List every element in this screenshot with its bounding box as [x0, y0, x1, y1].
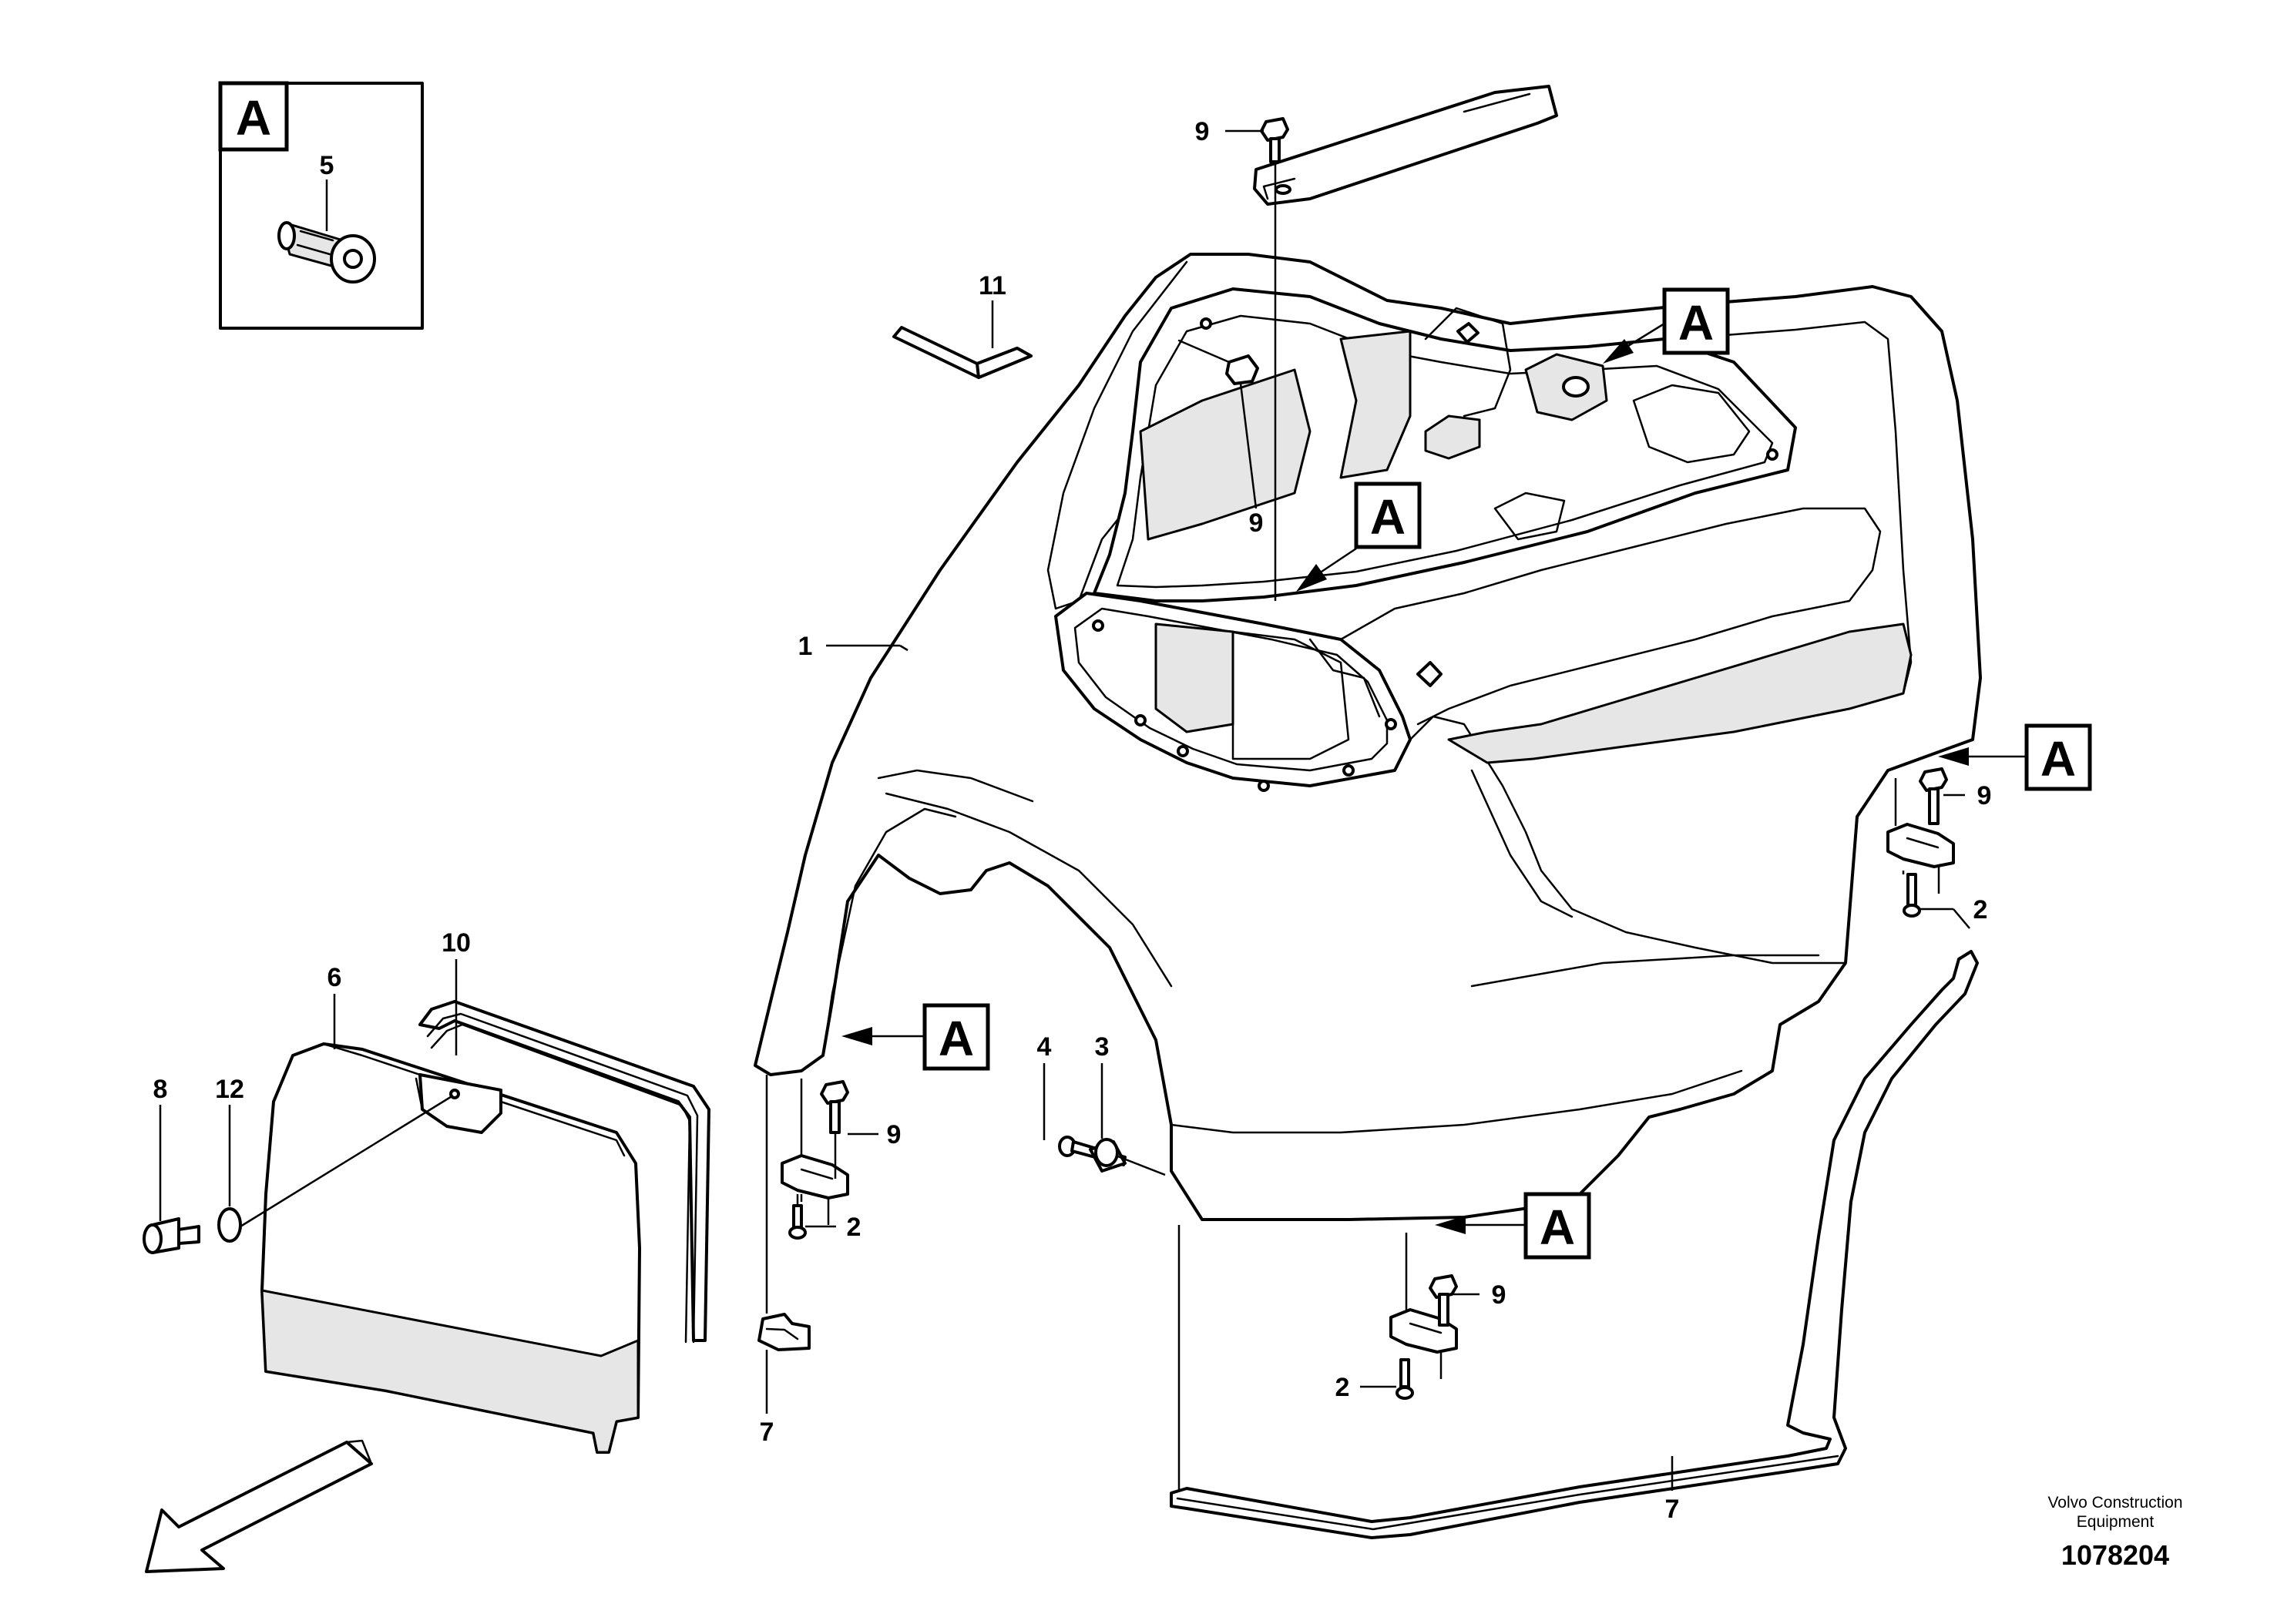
ref-marker-a-top-right-label: A	[1678, 295, 1714, 351]
ref-marker-a-bottom: A	[1435, 1192, 1591, 1260]
screw-2-right	[1903, 873, 1921, 918]
part-12-washer	[217, 1094, 454, 1243]
direction-arrow	[145, 1439, 373, 1573]
bracket-left	[781, 1079, 849, 1240]
callout-1: 1	[798, 632, 813, 661]
ref-marker-a-center: A	[1296, 481, 1422, 592]
callout-8: 8	[153, 1075, 168, 1104]
detail-view-frame	[219, 82, 424, 330]
callout-9-top: 9	[1195, 117, 1210, 146]
callout-9-middle: 9	[1249, 508, 1264, 538]
screw-9-left	[820, 1080, 849, 1179]
callout-5: 5	[320, 151, 334, 180]
bracket-bottom	[1389, 1233, 1458, 1400]
callout-2-left: 2	[847, 1213, 862, 1242]
part-5-rivet-nut	[277, 180, 376, 284]
leader-lines	[333, 129, 1970, 1491]
callout-9-left: 9	[887, 1120, 902, 1149]
screw-9-top	[1260, 117, 1289, 601]
part-7-edge-profile	[1170, 950, 1979, 1539]
screw-9-right	[1919, 767, 1948, 825]
ref-marker-a-bottom-label: A	[1540, 1200, 1575, 1255]
ref-marker-a-right: A	[1938, 723, 2092, 791]
callout-9-right: 9	[1977, 781, 1992, 810]
callout-4: 4	[1037, 1032, 1052, 1062]
callout-6: 6	[327, 963, 342, 992]
part-6-cover-panel	[260, 1042, 641, 1454]
part-10-seal-strip	[418, 1000, 710, 1344]
detail-view-a: A	[218, 81, 424, 330]
company-name-line2: Equipment	[2076, 1513, 2155, 1531]
callout-10: 10	[442, 928, 471, 958]
detail-view-marker-box	[218, 81, 289, 152]
callout-11: 11	[979, 271, 1006, 300]
screw-9-middle	[1177, 339, 1259, 509]
callout-3: 3	[1095, 1032, 1110, 1062]
callout-2-right: 2	[1973, 895, 1988, 924]
detail-view-marker-label: A	[236, 90, 271, 146]
callout-7-right: 7	[1665, 1495, 1680, 1524]
screw-2-bottom	[1396, 1358, 1414, 1400]
callout-12: 12	[215, 1075, 244, 1104]
company-name-line1: Volvo Construction	[2047, 1494, 2183, 1512]
drawing-caption: Volvo Construction Equipment 1078204	[1973, 1493, 2258, 1572]
ref-marker-a-top-right: A	[1603, 287, 1730, 364]
part-1-hood-body	[754, 253, 1982, 1221]
screw-9-bottom	[1429, 1274, 1458, 1327]
ref-marker-a-right-label: A	[2040, 731, 2076, 787]
part-11-hex-key	[892, 326, 1033, 379]
screw-2-left	[788, 1194, 807, 1240]
ref-marker-a-center-label: A	[1370, 489, 1406, 545]
top-cover-plate	[1253, 85, 1558, 206]
drawing-number: 1078204	[2061, 1539, 2170, 1571]
callout-2-bottom: 2	[1335, 1373, 1350, 1402]
callout-7-left: 7	[760, 1418, 774, 1447]
bracket-right	[1886, 767, 1955, 918]
part-8-knob	[143, 1105, 200, 1254]
part-3-spacer	[1089, 1063, 1166, 1176]
ref-marker-a-left-label: A	[939, 1011, 974, 1066]
part-7-clip	[757, 1075, 811, 1351]
callout-9-bottom: 9	[1492, 1280, 1506, 1310]
ref-marker-a-left: A	[841, 1003, 990, 1071]
callout-labels: 5 11 9 9 1 9 2 10 6 8 12 4 3 9 2 9 2 7 7	[153, 117, 1992, 1524]
